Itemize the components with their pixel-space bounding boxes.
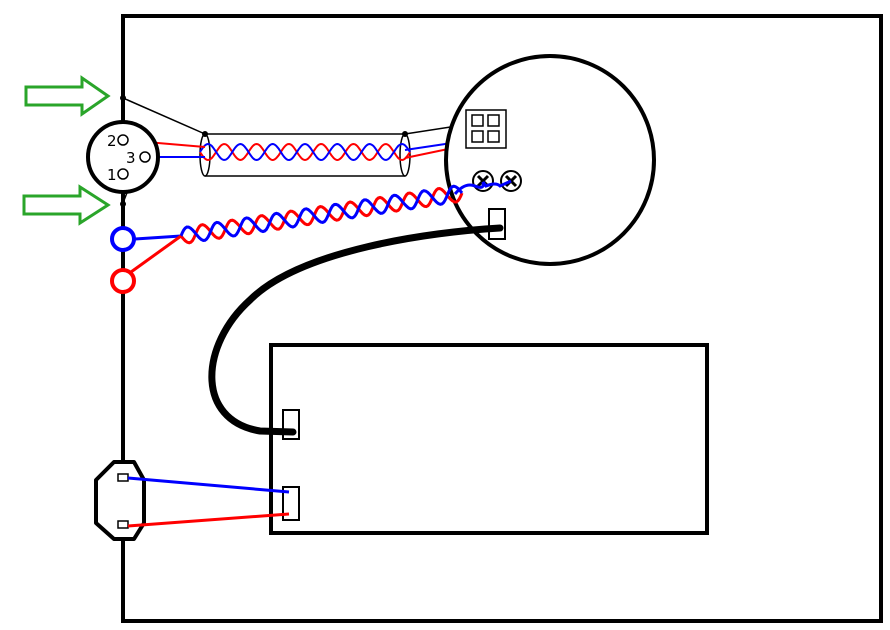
- twisted-wire-strand: [199, 142, 411, 162]
- enclosure-outline: [121, 14, 883, 623]
- arrow-right-icon: [22, 184, 111, 226]
- terminal-dot: [120, 201, 126, 207]
- driver-spade-terminal: [488, 208, 506, 240]
- twisted-wire-strand: [199, 142, 411, 162]
- arrow-right-icon: [24, 75, 111, 117]
- iec-power-inlet-icon: [94, 460, 146, 541]
- amplifier-module: [269, 343, 709, 535]
- xlr-connector: 2 3 1: [86, 120, 160, 194]
- post-lead-cold: [134, 234, 182, 241]
- mains-lead-live: [127, 512, 290, 528]
- cable-twisted-pair: [199, 142, 411, 162]
- xlr-pin-1: [117, 168, 129, 180]
- xlr-pin-label: 2: [107, 132, 117, 150]
- binding-post-twisted-pair: [179, 184, 464, 245]
- amp-power-terminal: [282, 486, 300, 521]
- twisted-wire-strand: [179, 186, 464, 245]
- xlr-pin-3: [139, 151, 151, 163]
- shield-dot: [202, 131, 208, 137]
- post-lead-hot: [130, 234, 182, 274]
- terminal-dot: [120, 95, 126, 101]
- xlr-pin-label: 1: [107, 166, 117, 184]
- shield-dot: [402, 131, 408, 137]
- xlr-pin-label: 3: [126, 149, 136, 167]
- mains-lead-neutral: [127, 476, 290, 494]
- binding-post-positive: [110, 268, 136, 294]
- driver-connector: [465, 109, 507, 149]
- xlr-pin-2: [117, 134, 129, 146]
- driver-lead-cold: [453, 179, 512, 195]
- binding-post-negative: [110, 226, 136, 252]
- twisted-wire-strand: [179, 184, 464, 243]
- speaker-wire: [208, 224, 504, 436]
